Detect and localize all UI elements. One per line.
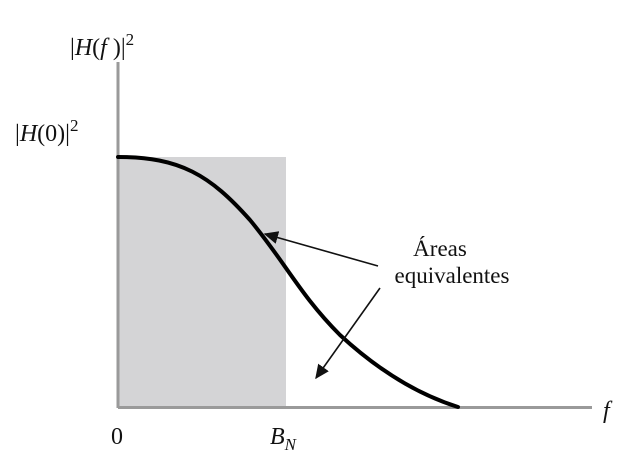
- origin-label: 0: [111, 424, 123, 450]
- transfer-function-curve: [116, 155, 460, 409]
- y-axis-label: |H(f )|2: [70, 30, 134, 61]
- bandwidth-label: BN: [270, 424, 298, 454]
- annotation-line-1: Áreas: [413, 236, 467, 261]
- arrow-to-rectangle: [315, 287, 381, 380]
- arrow-to-curve: [263, 231, 379, 267]
- x-axis-label: f: [603, 398, 613, 424]
- annotation-line-2: equivalentes: [395, 263, 510, 288]
- peak-value-label: |H(0)|2: [15, 116, 78, 147]
- equivalent-area-rectangle: [118, 157, 286, 408]
